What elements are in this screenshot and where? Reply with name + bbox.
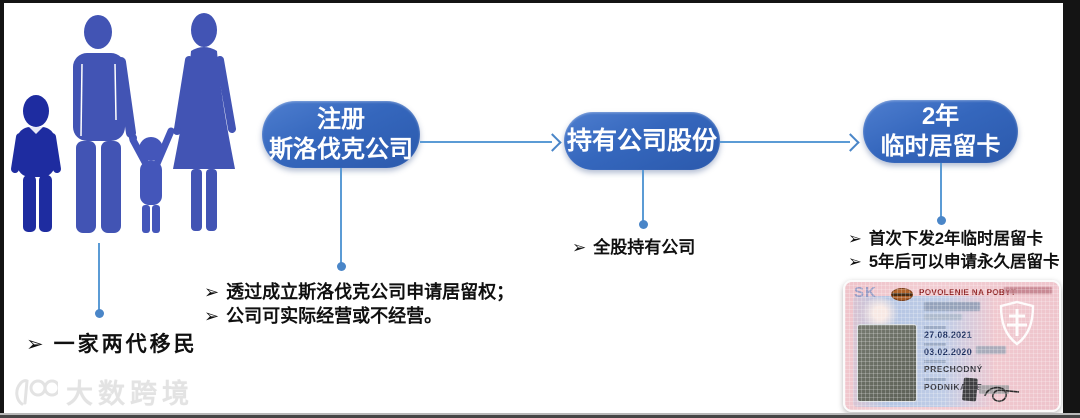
node-permit-line2: 临时居留卡 <box>880 132 1001 160</box>
permit-connector-dot <box>937 216 946 225</box>
node-hold-shares-line1: 持有公司股份 <box>566 126 717 155</box>
frame-edge-bottom <box>0 413 1080 418</box>
card-photo-placeholder <box>857 324 917 402</box>
shares-connector-dot <box>639 220 648 229</box>
arrow-head-1-icon <box>543 133 562 152</box>
frame-edge-top <box>0 0 1080 3</box>
shares-note-text: 全股持有公司 <box>593 238 696 257</box>
card-seal-icon <box>891 288 913 301</box>
watermark-brand: 大数跨境 <box>12 372 194 411</box>
node-temp-residence-card: 2年 临时居留卡 <box>863 100 1018 163</box>
card-field-label <box>924 360 946 363</box>
permit-connector-line <box>940 163 942 218</box>
card-serial-blur <box>1004 287 1052 294</box>
register-connector-dot <box>337 262 346 271</box>
register-note-text-1: 透过成立斯洛伐克公司申请居留权； <box>226 282 515 302</box>
card-residence-type: PRECHODNÝ <box>924 364 983 374</box>
child-figure <box>129 127 175 233</box>
bullet-arrow-icon: ➢ <box>26 333 47 356</box>
family-note-text: 一家两代移民 <box>53 333 198 356</box>
card-country-code: SK <box>854 284 877 301</box>
card-field-label <box>924 326 946 329</box>
arrow-line-1 <box>420 141 552 143</box>
permit-note-line: ➢ 5年后可以申请永久居留卡 <box>848 251 1060 274</box>
node-register-line2: 斯洛伐克公司 <box>269 135 413 163</box>
watermark-logo-icon <box>15 378 58 405</box>
residence-permit-card-image: SK POVOLENIE NA POBYT 27.08.2021 03.02.2… <box>843 280 1061 412</box>
permit-notes: ➢ 首次下发2年临时居留卡 ➢ 5年后可以申请永久居留卡 <box>848 228 1060 274</box>
card-name-blur <box>924 302 980 311</box>
bullet-arrow-icon: ➢ <box>572 238 587 257</box>
node-permit-line1: 2年 <box>921 103 960 131</box>
shares-note: ➢ 全股持有公司 <box>572 233 695 258</box>
man-figure <box>73 15 137 233</box>
card-date-2: 03.02.2020 <box>924 347 973 357</box>
permit-note-text-1: 首次下发2年临时居留卡 <box>868 230 1044 248</box>
boy-figure <box>11 95 61 232</box>
card-date-1: 27.08.2021 <box>924 330 973 340</box>
shares-connector-line <box>642 170 644 222</box>
slovak-coat-of-arms-icon <box>999 300 1035 346</box>
bullet-arrow-icon: ➢ <box>848 230 862 248</box>
register-note-line: ➢ 公司可实际经营或不经营。 <box>204 304 514 328</box>
card-name-blur-2 <box>924 314 962 320</box>
register-connector-line <box>340 168 342 264</box>
card-field-label <box>924 378 946 381</box>
family-silhouette-illustration <box>11 13 236 233</box>
register-notes: ➢ 透过成立斯洛伐克公司申请居留权； ➢ 公司可实际经营或不经营。 <box>204 280 514 329</box>
watermark-text: 大数跨境 <box>66 379 194 409</box>
frame-edge-left <box>0 0 4 418</box>
card-purpose: PODNIKANIE <box>924 382 983 392</box>
node-register-line1: 注册 <box>317 106 365 134</box>
bullet-arrow-icon: ➢ <box>204 282 220 302</box>
card-field-blur <box>976 346 1006 354</box>
bullet-arrow-icon: ➢ <box>204 306 220 327</box>
frame-edge-right <box>1063 0 1080 418</box>
permit-note-line: ➢ 首次下发2年临时居留卡 <box>848 228 1060 251</box>
family-connector-dot <box>95 309 104 318</box>
card-field-label <box>924 343 946 346</box>
family-note: ➢ 一家两代移民 <box>26 328 198 358</box>
woman-figure <box>173 13 236 231</box>
permit-note-text-2: 5年后可以申请永久居留卡 <box>868 252 1060 271</box>
card-title: POVOLENIE NA POBYT <box>919 288 1017 297</box>
card-signature-and-objects <box>962 377 1020 403</box>
node-hold-shares: 持有公司股份 <box>564 112 720 170</box>
family-connector-line <box>98 243 100 311</box>
bullet-arrow-icon: ➢ <box>848 252 862 271</box>
card-lion-watermark <box>859 298 901 328</box>
arrow-head-2-icon <box>841 133 860 152</box>
node-register-company: 注册 斯洛伐克公司 <box>262 101 420 168</box>
register-note-line: ➢ 透过成立斯洛伐克公司申请居留权； <box>204 280 514 304</box>
arrow-line-2 <box>720 141 850 143</box>
register-note-text-2: 公司可实际经营或不经营。 <box>226 306 443 327</box>
